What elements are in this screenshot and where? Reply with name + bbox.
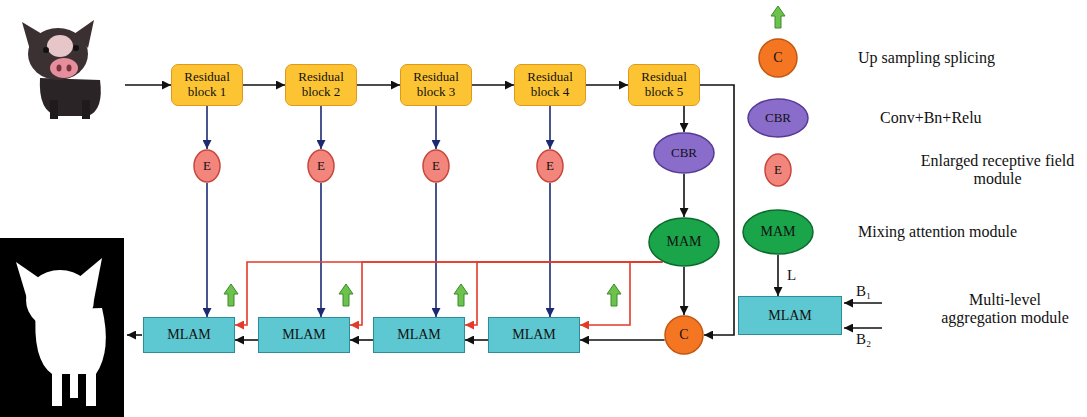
connector-arrow: [435, 106, 437, 149]
node-label: Residual block 1: [176, 70, 238, 99]
node-label: MLAM: [768, 308, 812, 324]
node-label: Residual block 5: [633, 70, 695, 99]
input-b2-arrow: [844, 327, 882, 328]
node-label: MAM: [666, 234, 701, 250]
connector-arrow: [700, 85, 734, 335]
legend-mam-ellipse: MAM: [742, 209, 814, 255]
node-label: E: [432, 159, 440, 174]
legend-text: Up sampling splicing: [858, 49, 995, 66]
input-arrow: [125, 84, 171, 86]
mlam-box: MLAM: [143, 317, 235, 353]
connector-arrow: [320, 106, 322, 149]
node-label: E: [774, 163, 782, 178]
connector-arrow: [549, 183, 551, 317]
residual-block: Residual block 3: [400, 64, 472, 106]
edge-label: L: [785, 267, 798, 284]
output-arrow: [127, 334, 142, 336]
connector-arrow: [777, 255, 779, 296]
residual-block: Residual block 4: [514, 64, 586, 106]
mam-ellipse: MAM: [648, 217, 720, 267]
connector-arrow: [320, 183, 322, 317]
legend-text: Enlarged receptive field module: [921, 152, 1074, 187]
legend-mlam-box: MLAM: [738, 296, 842, 335]
attention-connector: [235, 262, 662, 325]
legend-cbr-ellipse: CBR: [747, 98, 809, 138]
connector-arrow: [472, 84, 514, 86]
input-label: B₂: [856, 331, 871, 348]
input-b1-arrow: [844, 302, 882, 303]
cbr-ellipse: CBR: [653, 132, 715, 174]
erf-circle: E: [422, 149, 450, 183]
residual-block: Residual block 5: [628, 64, 700, 106]
connector-arrow: [465, 339, 488, 341]
attention-connector: [580, 262, 662, 325]
connector-arrow: [683, 106, 685, 132]
mlam-box: MLAM: [488, 317, 580, 353]
node-label: C: [679, 327, 688, 343]
connector-arrow: [206, 183, 208, 317]
legend-item: Multi-level aggregation module: [935, 291, 1075, 328]
connector-arrow: [683, 267, 685, 315]
input-label: B₁: [856, 283, 871, 300]
legend-item: Mixing attention module: [858, 223, 1017, 241]
legend-text: Mixing attention module: [858, 223, 1017, 240]
residual-block: Residual block 2: [285, 64, 357, 106]
mlam-box: MLAM: [373, 317, 465, 353]
node-label: MLAM: [397, 327, 441, 343]
connector-arrow: [580, 339, 665, 341]
erf-circle: E: [193, 149, 221, 183]
legend-item: Enlarged receptive field module: [915, 152, 1080, 189]
node-label: Residual block 3: [405, 70, 467, 99]
erf-circle: E: [307, 149, 335, 183]
node-label: MLAM: [512, 327, 556, 343]
connector-arrow: [357, 84, 400, 86]
node-label: MAM: [760, 224, 795, 240]
legend-text: Multi-level aggregation module: [941, 291, 1069, 326]
attention-connector: [350, 262, 662, 325]
connector-arrow: [350, 339, 373, 341]
attention-connector: [465, 262, 662, 325]
node-label: CBR: [671, 146, 697, 161]
erf-circle: E: [536, 149, 564, 183]
node-label: E: [203, 159, 211, 174]
node-label: C: [773, 50, 782, 66]
legend-text: Conv+Bn+Relu: [880, 109, 982, 126]
node-label: MLAM: [282, 327, 326, 343]
node-label: E: [317, 159, 325, 174]
node-label: Residual block 4: [519, 70, 581, 99]
connector-arrow: [235, 339, 258, 341]
segmentation-mask: [0, 238, 124, 417]
connector-arrow: [243, 84, 285, 86]
node-label: CBR: [765, 111, 791, 126]
connector-arrow: [435, 183, 437, 317]
node-label: E: [546, 159, 554, 174]
legend-item: Up sampling splicing: [858, 49, 995, 67]
upsample-circle: C: [664, 315, 704, 355]
connector-arrow: [549, 106, 551, 149]
legend-item: Conv+Bn+Relu: [880, 109, 982, 127]
connector-arrow: [586, 84, 628, 86]
upsample-arrow-symbol: [224, 6, 785, 306]
connector-arrow: [206, 106, 208, 149]
mlam-box: MLAM: [258, 317, 350, 353]
node-label: Residual block 2: [290, 70, 352, 99]
legend-upsample-circle: C: [758, 38, 798, 78]
node-label: MLAM: [167, 327, 211, 343]
pig-photo: [0, 0, 124, 121]
legend-erf-circle: E: [764, 153, 792, 187]
residual-block: Residual block 1: [171, 64, 243, 106]
connector-arrow: [683, 174, 685, 217]
